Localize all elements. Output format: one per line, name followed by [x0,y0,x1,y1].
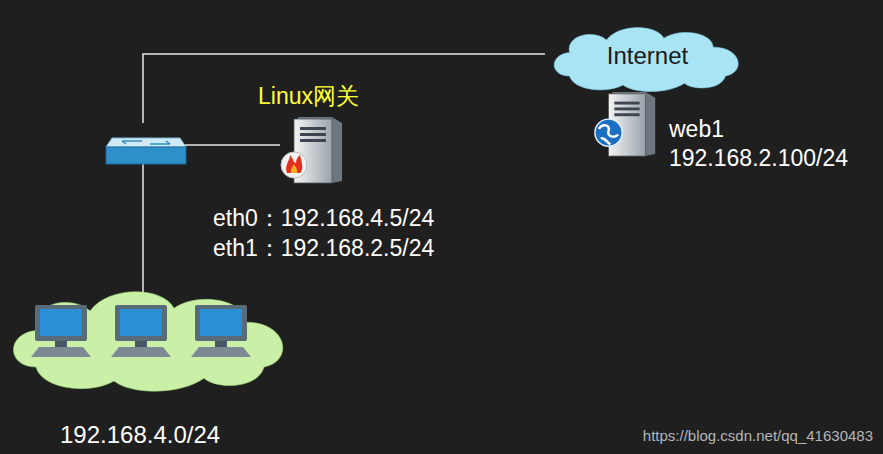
lan-cloud: 192.168.4.0/24 [0,283,300,395]
firewall-flame-core [291,164,297,173]
drive-bay [614,113,639,116]
node-detail: eth0：192.168.4.5/24 [213,203,434,234]
node-detail: eth1：192.168.2.5/24 [213,233,434,264]
keyboard [191,347,251,357]
internet-cloud: Internet [545,22,750,94]
monitor-stand [55,341,67,347]
node-title: Linux网关 [258,81,359,112]
monitor-screen [120,309,162,336]
monitor-stand [215,341,227,347]
computer-icon [31,305,91,357]
monitor-screen [200,309,242,336]
globe-icon [595,119,622,146]
node-detail: 192.168.2.100/24 [669,145,848,172]
switch-icon [106,138,186,164]
drive-bay [614,102,639,105]
web-server: web1192.168.2.100/24 [594,88,660,158]
drive-bay [300,139,326,142]
lan-cloud-shape [0,283,300,395]
node-title: web1 [669,116,724,143]
switch-front [106,147,186,164]
computer-icon [111,305,171,357]
network-link [143,54,545,123]
node-title: 192.168.4.0/24 [60,421,220,449]
switch-arrows [122,141,170,144]
keyboard [31,347,91,357]
monitor-frame [35,305,87,341]
monitor-stand [135,341,147,347]
firewall-badge [281,152,307,178]
monitor-screen [40,309,82,336]
globe-land [599,125,618,144]
firewall-flame [286,155,302,173]
drive-bay [300,133,326,136]
drive-bay [300,127,326,130]
monitor-frame [115,305,167,341]
watermark: https://blog.csdn.net/qq_41630483 [643,427,873,444]
cloud-outline [14,292,283,391]
keyboard [111,347,171,357]
node-title: Internet [545,42,750,70]
monitor-frame [195,305,247,341]
linux-gateway-shape [280,113,346,185]
web-server-shape [594,88,660,158]
linux-gateway: Linux网关eth0：192.168.4.5/24eth1：192.168.2… [280,113,346,185]
drive-bay [614,107,639,110]
computer-icon [191,305,251,357]
computer-group [31,305,251,357]
switch-top [106,138,186,147]
